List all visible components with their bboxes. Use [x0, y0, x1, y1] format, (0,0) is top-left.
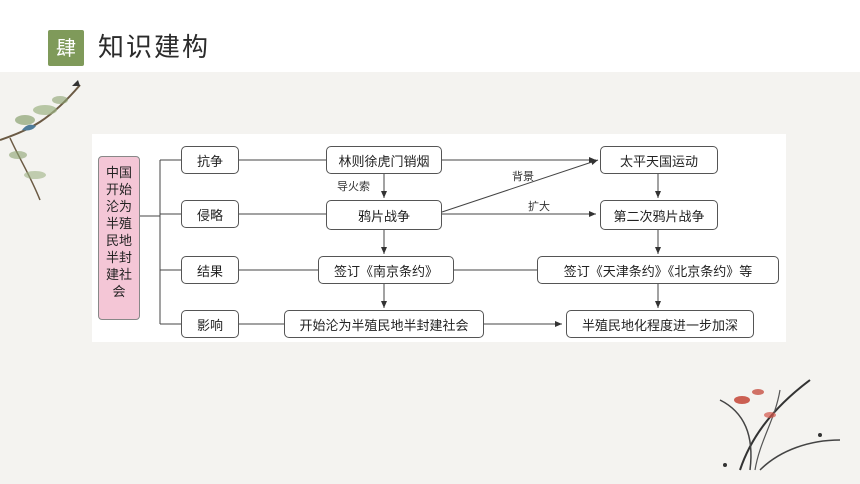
category-resistance: 抗争: [181, 146, 239, 174]
node-semi-colonial-begin: 开始沦为半殖民地半封建社会: [284, 310, 484, 338]
category-result: 结果: [181, 256, 239, 284]
category-aggression: 侵略: [181, 200, 239, 228]
knowledge-diagram: 中国 开始 沦为 半殖 民地 半封 建社 会 抗争 侵略 结果 影响 林则徐虎门…: [92, 134, 786, 342]
diagram-connectors: [140, 157, 661, 327]
node-treaty-nanjing: 签订《南京条约》: [318, 256, 454, 284]
edge-label-background: 背景: [512, 170, 534, 183]
node-treaty-tianjin-beijing: 签订《天津条约》《北京条约》等: [537, 256, 779, 284]
node-lin-zexu: 林则徐虎门销烟: [326, 146, 442, 174]
page-title: 知识建构: [98, 33, 211, 63]
node-taiping: 太平天国运动: [600, 146, 718, 174]
node-semi-colonial-deepen: 半殖民地化程度进一步加深: [566, 310, 754, 338]
category-impact: 影响: [181, 310, 239, 338]
bird-branch-decoration: [0, 80, 81, 201]
orchid-decoration: [719, 379, 841, 471]
node-opium-war: 鸦片战争: [326, 200, 442, 230]
root-node: 中国 开始 沦为 半殖 民地 半封 建社 会: [98, 156, 140, 320]
edge-label-fuse: 导火索: [337, 180, 370, 193]
node-second-opium-war: 第二次鸦片战争: [600, 200, 718, 230]
section-badge: 肆: [48, 30, 84, 66]
header-bar: [0, 0, 860, 72]
edge-label-expand: 扩大: [528, 200, 550, 213]
